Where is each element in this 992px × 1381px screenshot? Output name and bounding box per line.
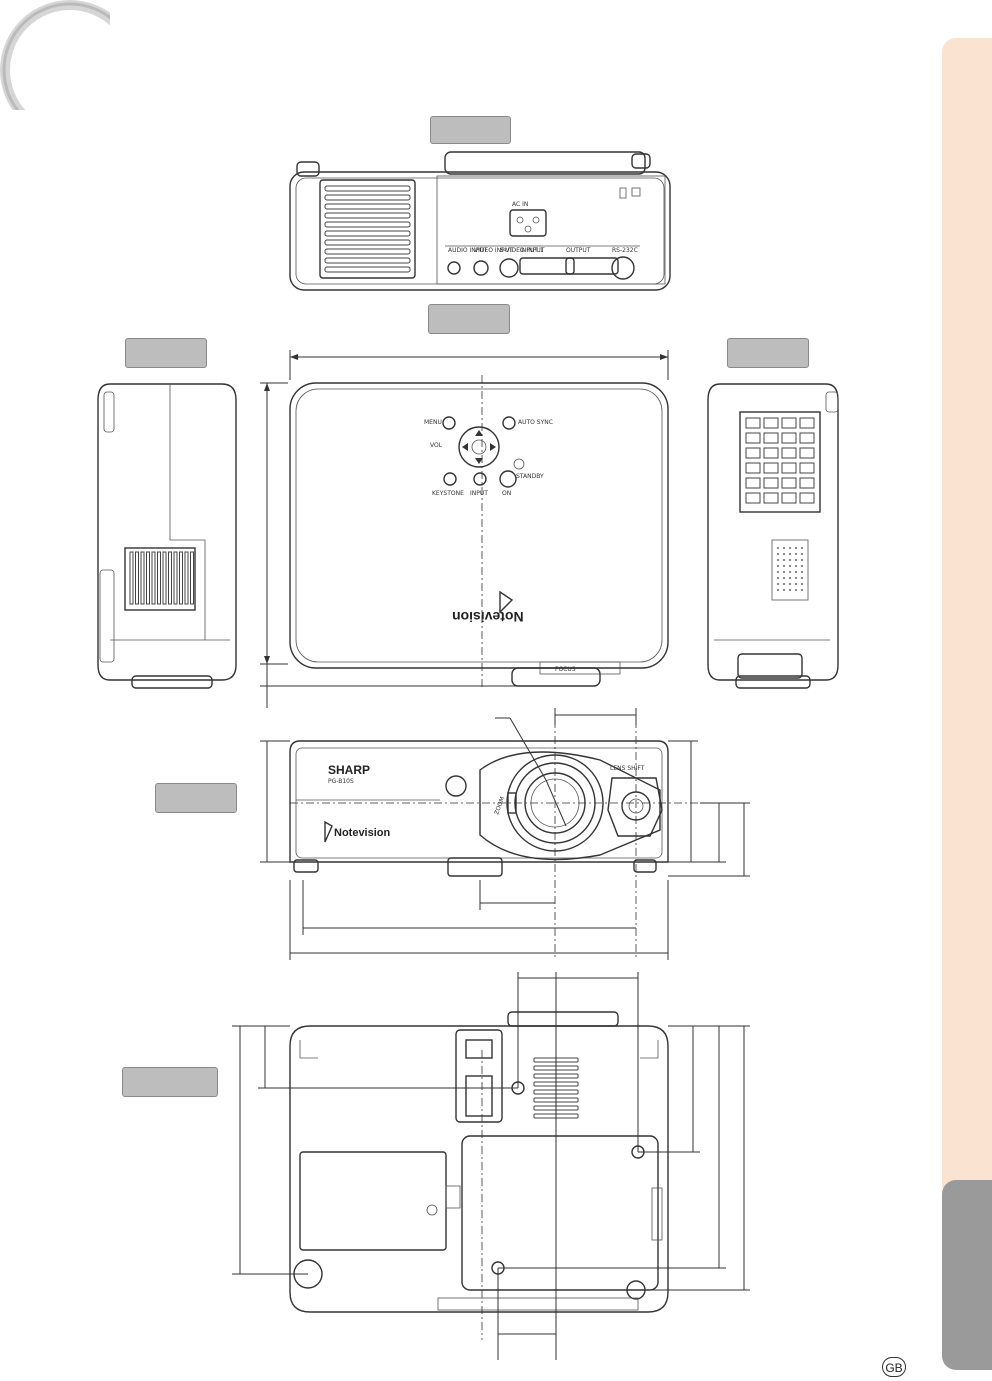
appendix-tab [942, 1180, 992, 1370]
keystone-label: KEYSTONE [432, 490, 464, 497]
right-side-view-badge [727, 338, 809, 368]
rear-port-label: AUDIO INPUT [448, 247, 488, 254]
side-index-tab [942, 38, 992, 1188]
gb-language-badge: GB [882, 1357, 906, 1377]
vol-label: VOL [430, 442, 443, 449]
model-name: PG-B10S [328, 778, 354, 785]
zoom-label: ZOOM [493, 796, 506, 816]
sharp-brand: SHARP [328, 763, 370, 777]
top-view-badge [428, 304, 510, 334]
bottom-view-badge [122, 1067, 218, 1097]
left-side-view [97, 383, 237, 689]
rear-port-3: S-VIDEO INPUT [499, 247, 545, 278]
left-side-view-badge [125, 338, 207, 368]
front-notevision-logo: Notevision [334, 827, 391, 839]
focus-label: FOCUS [555, 666, 576, 673]
ac-in-label: AC IN [512, 201, 528, 208]
rear-port-label: S-VIDEO INPUT [500, 247, 545, 254]
rear-port-5: OUTPUT [565, 247, 619, 275]
rear-port-4: INPUT 1 [519, 247, 575, 275]
on-label: ON [502, 490, 511, 497]
rear-port-label: OUTPUT [566, 247, 591, 254]
rear-port-label: RS-232C [612, 247, 638, 254]
rear-port-1: AUDIO INPUT [447, 247, 488, 275]
auto-sync-label: AUTO SYNC [518, 419, 553, 426]
lens-shift-label: LENS SHIFT [610, 765, 645, 772]
rear-port-label: VIDEO INPUT [474, 247, 513, 254]
input-label: INPUT [470, 490, 488, 497]
rear-port-label: INPUT 1 [520, 247, 544, 254]
corner-decoration [0, 0, 110, 110]
right-side-view [707, 383, 839, 689]
standby-label: STANDBY [516, 473, 544, 480]
front-view-badge [155, 783, 237, 813]
rear-port-6: RS-232C [611, 247, 638, 280]
top-view: MENU AUTO SYNC VOL INPUT KEYSTONE ON STA… [260, 350, 669, 708]
front-view: SHARP PG-B10S Notevision ZOOM LENS SHIFT [260, 708, 750, 960]
top-notevision-logo: Notevision [452, 609, 524, 625]
rear-port-2: VIDEO INPUT [473, 247, 513, 276]
bottom-view [232, 972, 750, 1360]
rear-view-badge [430, 116, 511, 144]
menu-label: MENU [424, 419, 442, 426]
